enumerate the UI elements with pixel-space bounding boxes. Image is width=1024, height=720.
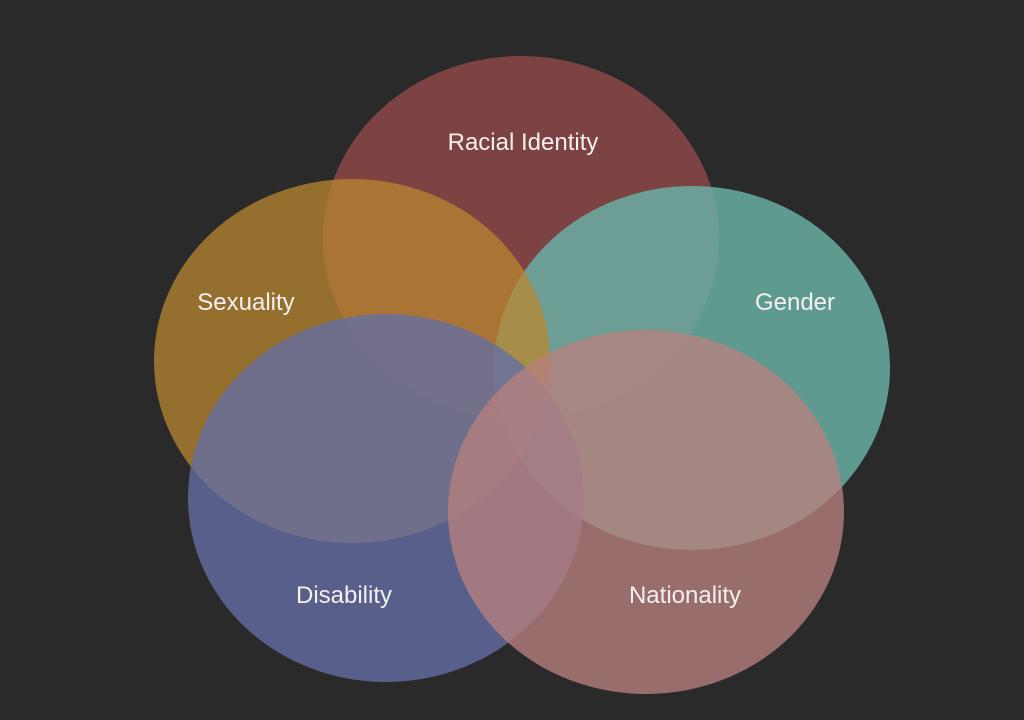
label-sexuality: Sexuality <box>197 289 294 316</box>
label-racial-identity: Racial Identity <box>448 129 599 156</box>
label-disability: Disability <box>296 582 392 609</box>
set-ellipse-nationality <box>448 330 844 694</box>
label-nationality: Nationality <box>629 582 741 609</box>
label-gender: Gender <box>755 289 835 316</box>
